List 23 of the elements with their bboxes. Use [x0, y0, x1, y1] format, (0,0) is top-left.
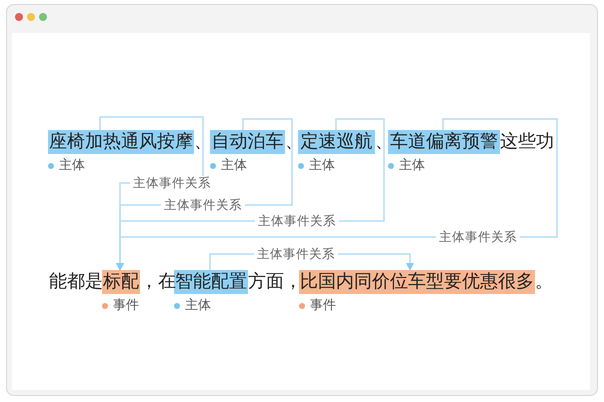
highlighted-span: 座椅加热通风按摩 — [48, 130, 194, 154]
entity-tag: 主体 — [298, 158, 335, 174]
entity-tag: 主体 — [388, 158, 425, 174]
sentence-text: 、 — [194, 130, 212, 154]
sentence-text: 方面， — [248, 270, 302, 294]
highlighted-span: 比国内同价位车型要优惠很多 — [299, 270, 535, 294]
edge-label: 主体事件关系 — [254, 247, 338, 261]
highlighted-span: 标配 — [102, 270, 140, 294]
edge-label: 主体事件关系 — [161, 198, 245, 212]
edge-label: 主体事件关系 — [436, 230, 520, 244]
highlighted-span: 自动泊车 — [210, 130, 285, 154]
edge-label: 主体事件关系 — [255, 214, 339, 228]
highlighted-span: 定速巡航 — [298, 130, 375, 154]
sentence-text: 。 — [535, 270, 553, 294]
highlighted-span: 智能配置 — [174, 270, 248, 294]
entity-tag: 主体 — [174, 298, 211, 314]
entity-tag: 主体 — [210, 158, 247, 174]
entity-tag: 事件 — [102, 298, 139, 314]
sentence-text: 能都是 — [49, 270, 103, 294]
entity-tag: 主体 — [48, 158, 85, 174]
sentence-text: 这些功 — [500, 130, 554, 154]
sentence-text: ，在 — [140, 270, 176, 294]
entity-tag: 事件 — [299, 298, 336, 314]
